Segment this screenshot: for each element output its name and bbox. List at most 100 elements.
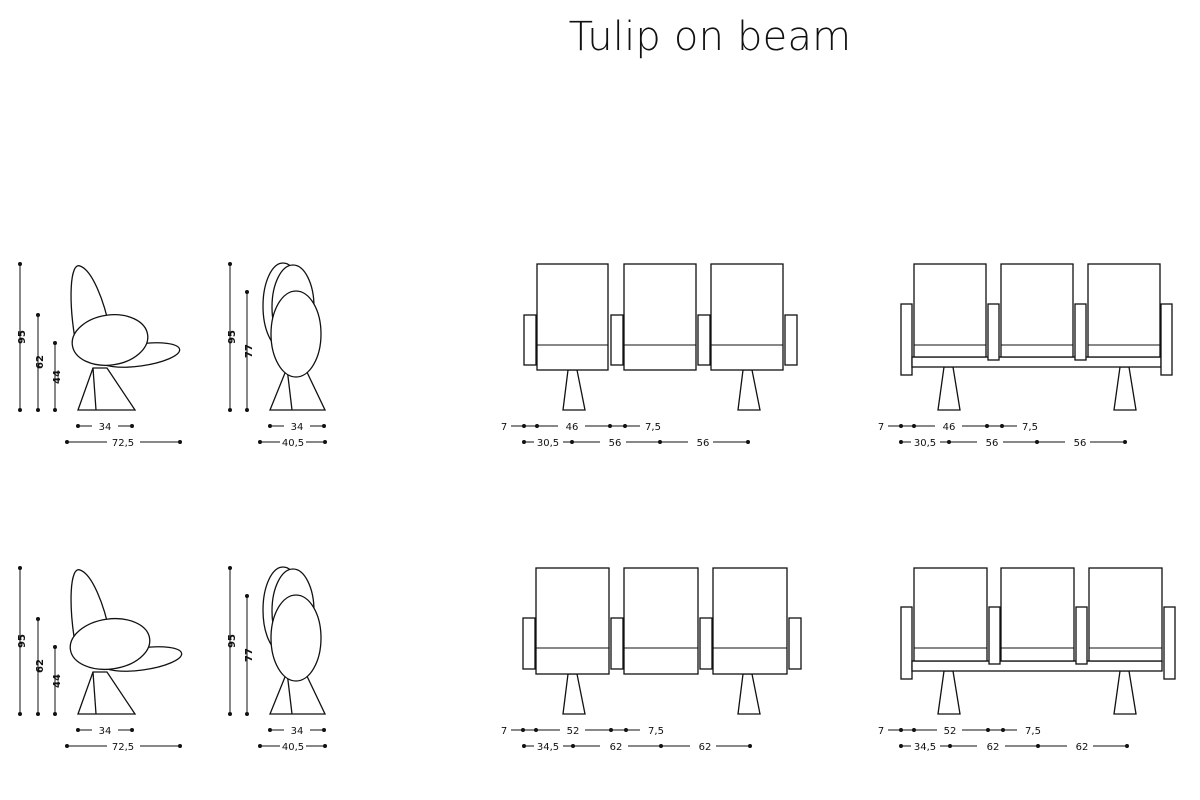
bench-seat-2 [623, 263, 697, 371]
bench-a-dimensions-1: 7 46 7,5 30,5 56 56 [501, 422, 750, 449]
dim-beam-pitch-2: 56 [1074, 438, 1087, 449]
dim-total-depth: 72,5 [112, 742, 134, 753]
bench-seat-1 [535, 567, 610, 675]
dim-front-base: 34 [291, 422, 304, 433]
dim-height-arm: 62 [35, 659, 46, 673]
bench-seat-3 [712, 567, 788, 675]
dim-front-height-total: 95 [227, 330, 238, 344]
beam-seat-2 [1000, 263, 1074, 358]
beam-arm-mid-2 [1074, 303, 1087, 361]
dim-seat-width: 52 [567, 726, 580, 737]
dim-arm-right: 7,5 [645, 422, 661, 433]
dim-front-base: 34 [291, 726, 304, 737]
beam-arm-mid-1 [988, 606, 1001, 665]
beam-foot-right [1113, 670, 1137, 715]
dim-first-offset: 34,5 [537, 742, 559, 753]
dim-first-offset: 30,5 [537, 438, 559, 449]
side-view-dimensions-2: 95 62 44 34 72,5 [17, 566, 182, 753]
bench-b-1 [900, 263, 1173, 411]
dim-pitch-2: 62 [699, 742, 712, 753]
dim-seat-width: 46 [566, 422, 579, 433]
dim-beam-arm-right: 7,5 [1022, 422, 1038, 433]
beam-seat-2 [1000, 567, 1075, 662]
bench-a-dimensions-2: 7 52 7,5 34,5 62 62 [501, 726, 752, 753]
dim-base-depth: 34 [99, 726, 112, 737]
beam-arm-left [900, 303, 913, 376]
dim-total-depth: 72,5 [112, 438, 134, 449]
dim-beam-arm-right: 7,5 [1025, 726, 1041, 737]
bench-arm-left [523, 314, 537, 366]
dim-height-seat: 44 [52, 370, 63, 384]
bench-seat-3 [710, 263, 784, 371]
side-view-dimensions-1: 95 62 44 34 72,5 [17, 262, 182, 449]
side-view-chair-2 [69, 569, 183, 715]
chair-base-leg [77, 671, 137, 715]
side-view-chair-1 [70, 265, 181, 411]
dim-beam-first: 34,5 [914, 742, 936, 753]
bench-arm-mid-1 [610, 314, 624, 366]
dim-front-total: 40,5 [282, 438, 304, 449]
dim-front-height-back: 77 [244, 648, 255, 662]
dim-arm-right: 7,5 [648, 726, 664, 737]
bench-arm-right [784, 314, 798, 366]
dim-front-total: 40,5 [282, 742, 304, 753]
beam-bar [911, 356, 1162, 368]
bench-foot-left [562, 369, 586, 411]
beam-foot-right [1113, 366, 1137, 411]
dim-height-seat: 44 [52, 674, 63, 688]
bench-foot-right [737, 673, 761, 715]
bench-arm-right [788, 617, 802, 670]
dim-beam-pitch-2: 62 [1076, 742, 1089, 753]
front-seat-shell [270, 594, 322, 682]
dim-beam-arm-left: 7 [878, 422, 884, 433]
beam-arm-mid-2 [1075, 606, 1088, 665]
dim-beam-arm-left: 7 [878, 726, 884, 737]
bench-b-2 [900, 567, 1176, 715]
beam-arm-mid-1 [987, 303, 1000, 361]
bench-foot-right [737, 369, 761, 411]
beam-seat-1 [913, 263, 987, 358]
beam-bar [911, 660, 1163, 672]
beam-arm-right [1160, 303, 1173, 376]
beam-arm-right [1163, 606, 1176, 680]
dim-height-total: 95 [17, 330, 28, 344]
front-seat-shell [270, 290, 322, 378]
bench-arm-mid-2 [699, 617, 713, 670]
chair-base-leg [77, 367, 137, 411]
dim-beam-seat: 46 [943, 422, 956, 433]
dim-arm-left: 7 [501, 422, 507, 433]
bench-arm-mid-1 [610, 617, 624, 670]
bench-b-dimensions-1: 7 46 7,5 30,5 56 56 [878, 422, 1127, 449]
bench-arm-left [522, 617, 536, 670]
front-view-dimensions-2: 95 77 34 40,5 [227, 566, 327, 753]
dim-base-depth: 34 [99, 422, 112, 433]
dim-beam-pitch-1: 56 [986, 438, 999, 449]
bench-arm-mid-2 [697, 314, 711, 366]
dim-front-height-back: 77 [244, 344, 255, 358]
chair-seat-shell [71, 314, 149, 366]
chair-base-line [92, 367, 97, 411]
beam-arm-left [900, 606, 913, 680]
beam-seat-3 [1088, 567, 1163, 662]
beam-foot-left [937, 670, 961, 715]
front-view-chair-2 [262, 566, 327, 715]
beam-seat-3 [1087, 263, 1161, 358]
bench-b-dimensions-2: 7 52 7,5 34,5 62 62 [878, 726, 1129, 753]
dim-height-arm: 62 [35, 355, 46, 369]
chair-seat-shell [69, 617, 151, 671]
dim-beam-pitch-1: 62 [987, 742, 1000, 753]
dim-pitch-1: 56 [609, 438, 622, 449]
bench-a-2 [522, 567, 802, 715]
dim-front-height-total: 95 [227, 634, 238, 648]
row-1: 95 62 44 34 72,5 95 [17, 262, 1173, 449]
dim-arm-left: 7 [501, 726, 507, 737]
beam-seat-1 [913, 567, 988, 662]
beam-foot-left [937, 366, 961, 411]
dim-beam-first: 30,5 [914, 438, 936, 449]
chair-base-line [92, 671, 97, 715]
bench-seat-2 [623, 567, 699, 675]
dim-pitch-2: 56 [697, 438, 710, 449]
row-2: 95 62 44 34 72,5 95 77 [17, 566, 1176, 753]
bench-seat-1 [536, 263, 609, 371]
